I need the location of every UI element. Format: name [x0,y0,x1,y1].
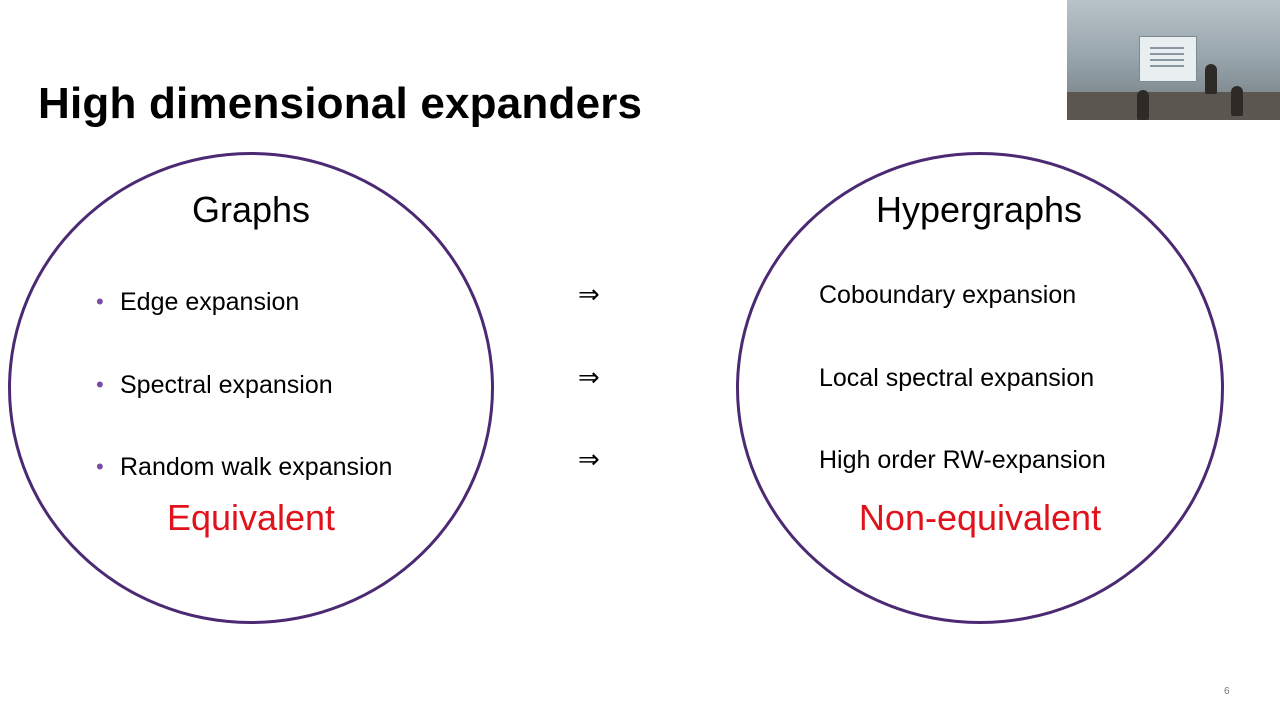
bullet-icon: • [96,286,104,318]
bullet-icon: • [96,369,104,401]
audience-figure [1137,90,1149,120]
presenter-figure [1205,64,1217,94]
hypergraphs-item-local-spectral-expansion: Local spectral expansion [819,362,1094,394]
hypergraphs-item-coboundary-expansion: Coboundary expansion [819,279,1076,311]
room-table [1067,92,1280,120]
audience-figure [1231,86,1243,116]
projector-screen [1139,36,1197,82]
page-number: 6 [1224,686,1230,697]
bullet-icon: • [96,451,104,483]
implies-arrow-icon: ⇒ [578,444,600,476]
implies-arrow-icon: ⇒ [578,279,600,311]
slide-title: High dimensional expanders [38,76,642,132]
webcam-video [1067,0,1280,120]
hypergraphs-heading: Hypergraphs [876,188,1082,232]
graphs-heading: Graphs [192,188,310,232]
graphs-item-random-walk-expansion: Random walk expansion [120,451,392,483]
graphs-verdict: Equivalent [167,496,335,540]
graphs-item-spectral-expansion: Spectral expansion [120,369,333,401]
hypergraphs-verdict: Non-equivalent [859,496,1101,540]
graphs-item-edge-expansion: Edge expansion [120,286,299,318]
implies-arrow-icon: ⇒ [578,362,600,394]
hypergraphs-item-high-order-rw-expansion: High order RW-expansion [819,444,1106,476]
